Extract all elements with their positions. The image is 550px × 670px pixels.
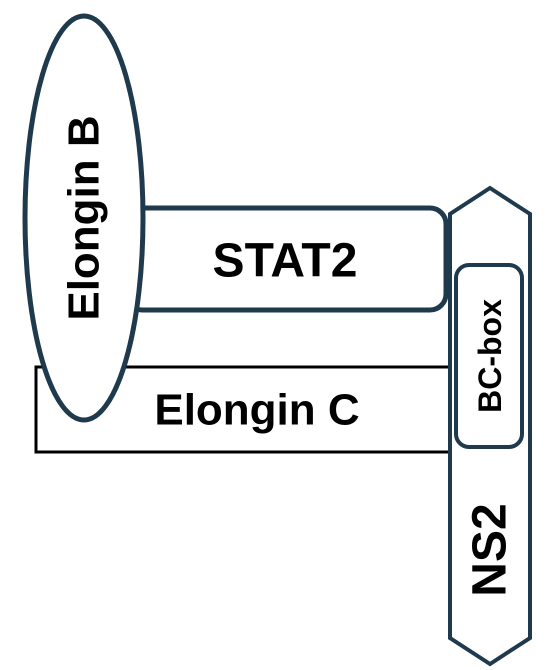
bc-box-label: BC-box [472,299,508,413]
elongin-c-label: Elongin C [154,386,359,435]
elongin-b-label: Elongin B [60,115,109,320]
bc-box-shape [454,263,524,449]
stat2-label: STAT2 [213,235,358,288]
ns2-label: NS2 [464,503,517,596]
elongin-b-ellipse [22,13,146,423]
